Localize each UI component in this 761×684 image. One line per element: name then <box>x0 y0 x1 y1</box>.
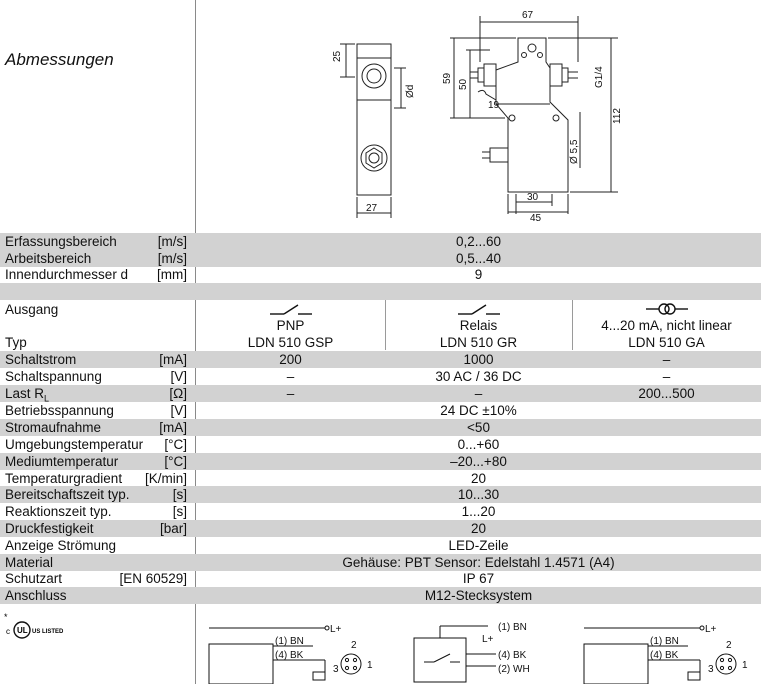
dim-112: 112 <box>612 108 620 124</box>
ul-listed-logo: * c UL US LISTED <box>4 612 64 639</box>
svg-text:L+: L+ <box>705 624 717 635</box>
svg-text:3: 3 <box>708 664 714 675</box>
svg-text:2: 2 <box>351 640 357 651</box>
spec-row: Erfassungsbereich [m/s] 0,2...60 <box>0 233 761 250</box>
output-column-pnp: PNP <box>196 300 385 334</box>
output-type-pnp: PNP <box>276 318 305 333</box>
dim-19: 19 <box>488 100 500 111</box>
dim-50: 50 <box>458 78 469 90</box>
column-separator <box>385 300 386 350</box>
wiring-diagram-pnp: L+ (1) BN (4) BK 2 1 3 <box>208 624 373 684</box>
dim-d: Ød <box>405 85 416 98</box>
dim-5-5: Ø 5,5 <box>569 139 580 164</box>
spec-row: Mediumtemperatur[°C]–20...+80 <box>0 453 761 470</box>
column-separator <box>572 300 573 350</box>
svg-text:(1) BN: (1) BN <box>650 636 679 647</box>
svg-text:c: c <box>6 627 10 636</box>
current-loop-icon <box>645 303 688 315</box>
svg-text:(1) BN: (1) BN <box>498 622 527 633</box>
spec-row: Innendurchmesser d [mm] 9 <box>5 267 483 282</box>
dimension-drawing: 25 27 Ød 67 59 50 19 Ø 5,5 G1/4 112 30 4… <box>332 10 620 224</box>
spec-row: Schutzart[EN 60529]IP 67 <box>5 571 495 586</box>
svg-text:L+: L+ <box>330 624 342 635</box>
svg-text:L+: L+ <box>482 634 494 645</box>
dim-67: 67 <box>522 10 534 21</box>
output-column-analog: 4...20 mA, nicht linear <box>572 300 761 334</box>
spec-row: Arbeitsbereich [m/s] 0,5...40 <box>0 250 761 267</box>
switch-symbol-icon <box>269 304 312 315</box>
switch-symbol-icon <box>457 304 500 315</box>
output-column-relais: Relais <box>385 300 572 334</box>
svg-text:1: 1 <box>367 660 373 671</box>
dim-59: 59 <box>442 72 453 84</box>
type-row: Typ LDN 510 GSP LDN 510 GR LDN 510 GA <box>5 335 705 350</box>
output-label: Ausgang <box>5 302 59 317</box>
svg-text:(4) BK: (4) BK <box>498 650 527 661</box>
spec-row: Bereitschaftszeit typ.[s]10...30 <box>0 486 761 503</box>
output-section: Ausgang <box>0 300 761 350</box>
separator-band <box>0 283 761 300</box>
svg-text:(1) BN: (1) BN <box>275 636 304 647</box>
svg-text:3: 3 <box>333 664 339 675</box>
spec-row: Temperaturgradient[K/min]20 <box>5 471 487 486</box>
svg-text:(4) BK: (4) BK <box>275 650 304 661</box>
svg-text:(2) WH: (2) WH <box>498 664 530 675</box>
ul-text: US LISTED <box>32 629 64 635</box>
spec-row: Last RL [Ω] – – 200...500 <box>0 385 761 404</box>
spec-row: Betriebsspannung[V]24 DC ±10% <box>5 403 517 418</box>
spec-row: Schaltspannung [V] – 30 AC / 36 DC – <box>5 369 671 384</box>
spec-row: Umgebungstemperatur[°C]0...+60 <box>5 437 500 452</box>
wiring-diagram-analog: L+ (1) BN (4) BK 2 1 3 <box>583 624 748 684</box>
output-type-analog: 4...20 mA, nicht linear <box>601 318 732 333</box>
dim-g14: G1/4 <box>594 66 605 88</box>
svg-text:2: 2 <box>726 640 732 651</box>
ul-mark: UL <box>17 626 28 635</box>
wiring-diagram-relais: L+ (1) BN (4) BK (2) WH <box>413 622 530 683</box>
dim-25: 25 <box>332 50 343 62</box>
output-type-relais: Relais <box>459 318 498 333</box>
svg-text:1: 1 <box>742 660 748 671</box>
spec-row: Druckfestigkeit[bar]20 <box>0 520 761 537</box>
column-divider <box>195 0 196 684</box>
dim-27: 27 <box>366 203 378 214</box>
section-title: Abmessungen <box>5 50 114 69</box>
spec-row: Stromaufnahme[mA]<50 <box>0 419 761 436</box>
svg-text:*: * <box>4 612 8 622</box>
dim-45: 45 <box>530 213 542 224</box>
spec-row: Schaltstrom [mA] 200 1000 – <box>0 351 761 368</box>
dim-30: 30 <box>527 192 539 203</box>
svg-text:(4) BK: (4) BK <box>650 650 679 661</box>
spec-row: Reaktionszeit typ.[s]1...20 <box>5 504 496 519</box>
